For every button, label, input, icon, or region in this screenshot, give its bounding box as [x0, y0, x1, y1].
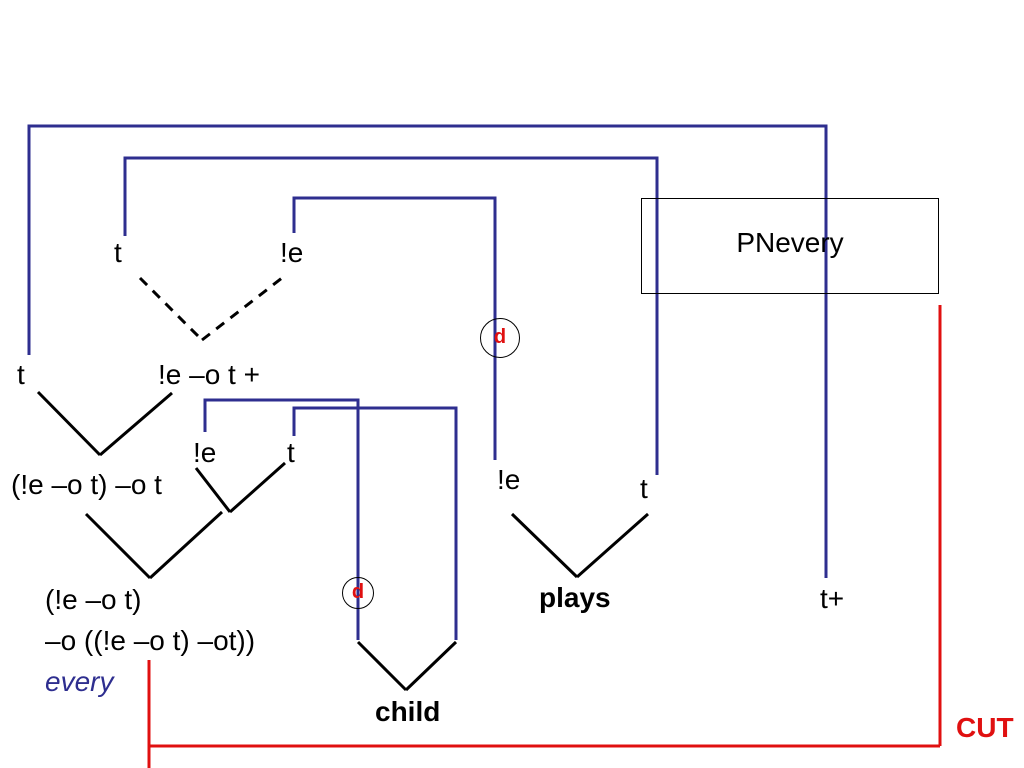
plays-word: plays — [539, 582, 611, 613]
branch-t-plays — [576, 512, 649, 579]
branch-t-left — [36, 390, 102, 457]
link-e-mid-to-child-left — [203, 398, 360, 640]
every-word: every — [45, 666, 114, 697]
d-marker-lower: d — [342, 577, 374, 609]
every-type-line1: (!e –o t) — [45, 584, 142, 615]
e-plays-label: !e — [497, 464, 521, 495]
t-top-label: t — [114, 237, 122, 268]
branch-e-mid — [194, 467, 232, 513]
link-t-left-to-t-plus — [27, 124, 828, 578]
e-o-t-o-t-label: (!e –o t) –o t — [11, 469, 162, 500]
link-e-top-to-e-plays — [292, 196, 497, 460]
cut-line — [147, 305, 942, 768]
cut-label: CUT — [956, 712, 1014, 743]
branch-child-right — [404, 640, 458, 692]
branch-e-plays — [510, 512, 579, 579]
branch-child-left — [356, 640, 408, 692]
t-mid-label: t — [287, 437, 295, 468]
dashed-branch-e-top — [201, 276, 283, 342]
branch-to-every — [148, 510, 224, 580]
branch-t-mid — [229, 461, 286, 514]
every-type-line2: –o ((!e –o t) –ot)) — [45, 625, 256, 656]
branch-e-o-t-plus — [99, 391, 173, 457]
t-plays-label: t — [640, 473, 648, 504]
tree-branches — [36, 390, 649, 692]
e-top-label: !e — [280, 237, 304, 268]
link-t-mid-to-child-right — [292, 406, 458, 640]
pnevery-label: PNevery — [736, 227, 844, 258]
e-mid-label: !e — [193, 437, 217, 468]
child-word: child — [375, 696, 441, 727]
branch-e-o-t-o-t — [84, 512, 152, 580]
e-o-t-plus-label: !e –o t + — [158, 359, 260, 390]
t-plus-label: t+ — [820, 583, 845, 614]
dashed-branch-t-top — [138, 276, 204, 342]
t-left-label: t — [17, 359, 25, 390]
d-marker-upper: d — [480, 318, 520, 358]
pnevery-box: PNevery — [641, 198, 939, 294]
axis-links — [27, 124, 828, 640]
dashed-branches — [138, 276, 283, 342]
link-t-top-to-t-plays — [123, 156, 659, 475]
